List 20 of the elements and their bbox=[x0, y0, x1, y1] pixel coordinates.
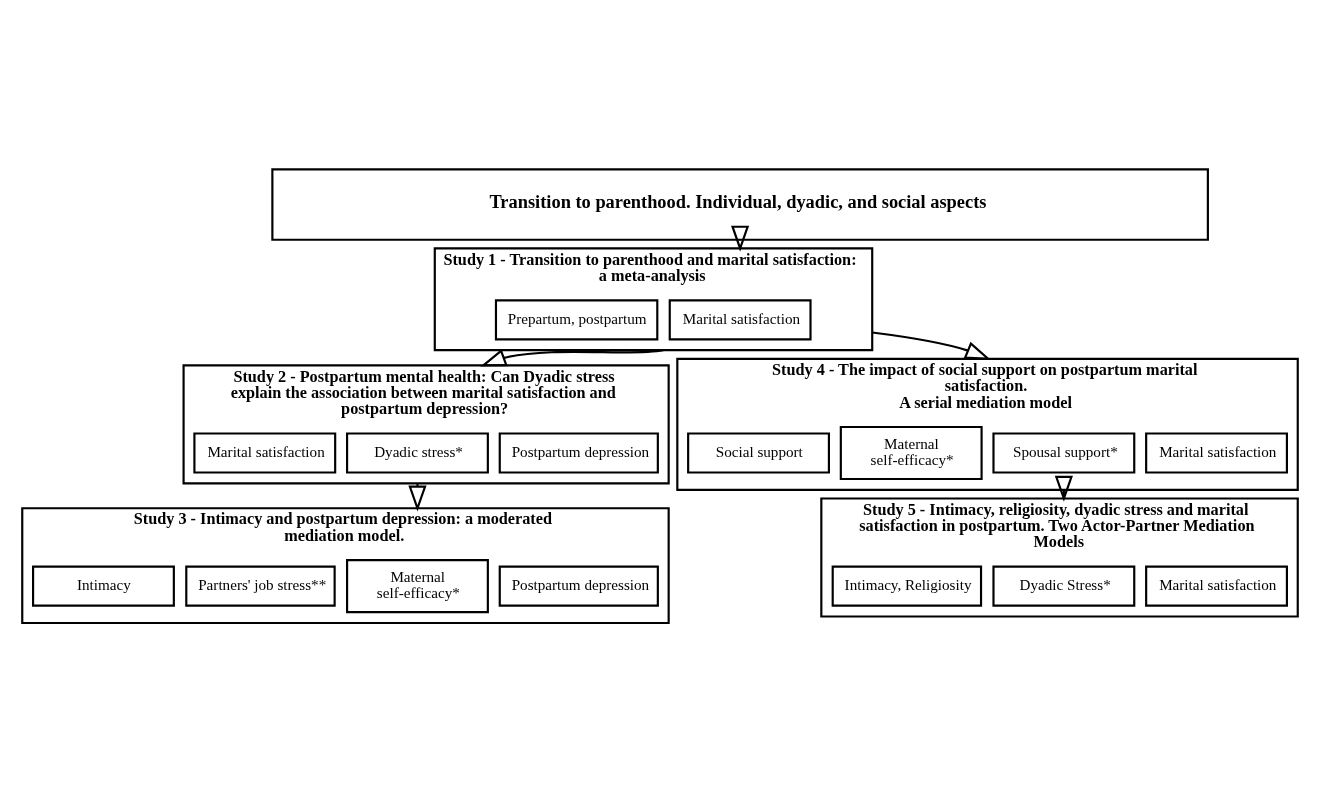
node-box: Spousal support* bbox=[992, 432, 1136, 474]
node-box: Postpartum depression bbox=[498, 565, 659, 607]
node-box: Maternal self-efficacy* bbox=[346, 559, 489, 614]
node-box: Marital satisfaction bbox=[193, 432, 337, 474]
node-box: Marital satisfaction bbox=[668, 299, 812, 341]
node-box: Dyadic stress* bbox=[346, 432, 489, 474]
node-box: Partners' job stress** bbox=[185, 565, 336, 607]
arrow bbox=[1054, 475, 1073, 502]
node-box: Maternal self-efficacy* bbox=[839, 425, 983, 481]
node-box: Postpartum depression bbox=[498, 432, 659, 474]
node-box: Prepartum, postpartum bbox=[494, 299, 659, 341]
node-box: Social support bbox=[687, 432, 830, 474]
node-box: Marital satisfaction bbox=[1145, 565, 1288, 607]
arrow bbox=[872, 331, 992, 361]
arrow bbox=[731, 225, 750, 252]
node-box: Intimacy bbox=[32, 565, 175, 607]
node-box: Dyadic Stress* bbox=[992, 565, 1136, 607]
arrow bbox=[480, 349, 664, 367]
node-box: Intimacy, Religiosity bbox=[831, 565, 983, 607]
node-box: Marital satisfaction bbox=[1145, 432, 1288, 474]
